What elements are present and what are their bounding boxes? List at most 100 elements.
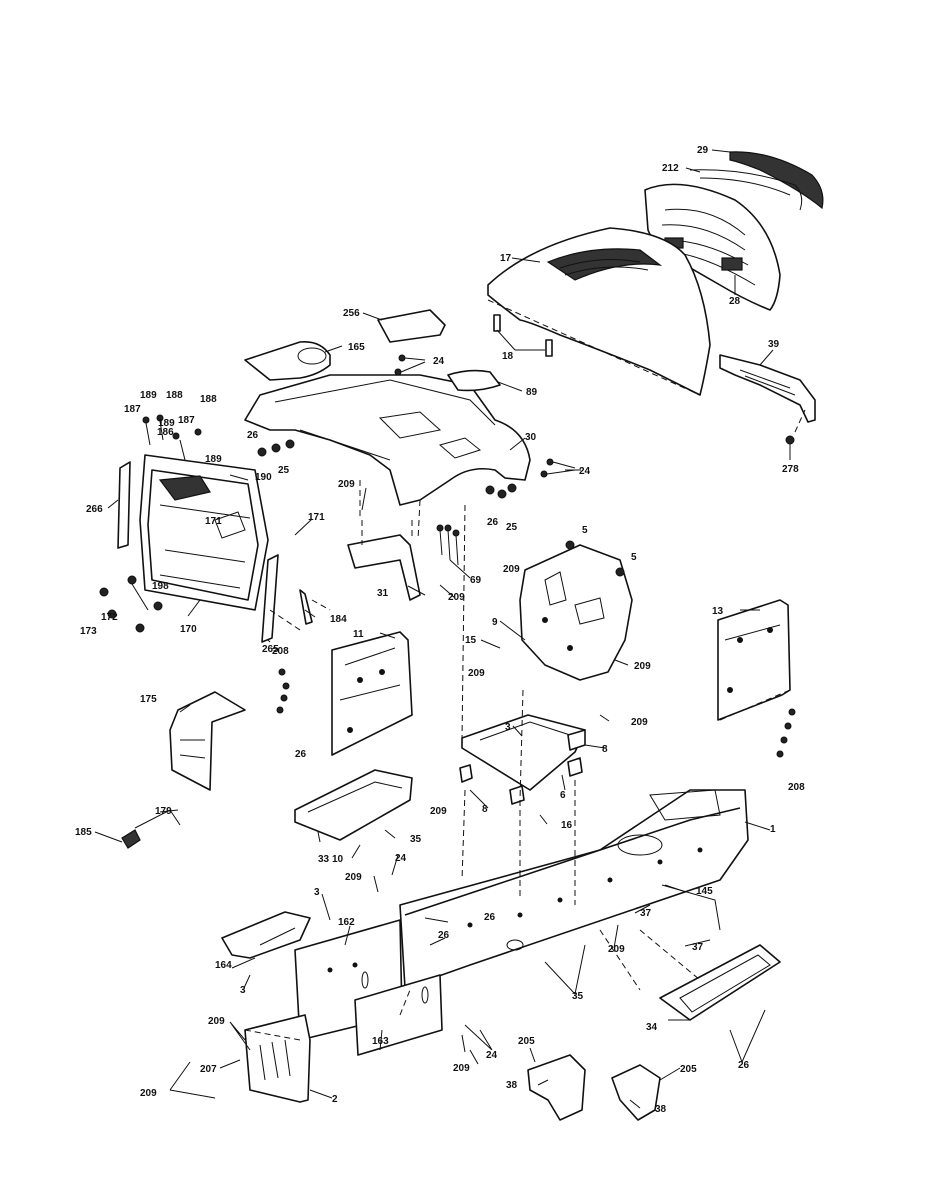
callout-label: 198 xyxy=(152,581,169,592)
callout-label: 207 xyxy=(200,1064,217,1075)
callout-label: 39 xyxy=(768,339,780,350)
callout-label: 24 xyxy=(433,356,445,367)
callout-label: 189 xyxy=(158,418,175,429)
callout-label: 208 xyxy=(788,782,805,793)
frame-part-1 xyxy=(399,789,749,989)
callout-label: 38 xyxy=(506,1080,518,1091)
callout-label: 8 xyxy=(602,744,608,755)
callout-label: 173 xyxy=(80,626,97,637)
callout-label: 37 xyxy=(640,908,652,919)
callout-label: 189 xyxy=(205,454,222,465)
hood-bumper-part-18 xyxy=(493,314,553,357)
nuts-part-5 xyxy=(565,540,625,577)
callout-label: 18 xyxy=(502,351,514,362)
screw-part-278 xyxy=(785,409,806,445)
bolt-group-24-right xyxy=(540,458,576,478)
panel-part-13 xyxy=(717,599,791,721)
callout-label: 33 xyxy=(318,854,330,865)
bolts-part-69 xyxy=(436,524,460,566)
callout-label: 26 xyxy=(438,930,450,941)
callout-label: 265 xyxy=(262,644,279,655)
nuts-group-25-right xyxy=(485,483,517,499)
callout-label: 188 xyxy=(200,394,217,405)
callout-label: 30 xyxy=(525,432,537,443)
callout-label: 28 xyxy=(729,296,741,307)
callout-label: 17 xyxy=(500,253,512,264)
side-trim-part-266 xyxy=(117,461,131,549)
hood-trim-part-212 xyxy=(689,169,803,211)
callout-label: 256 xyxy=(343,308,360,319)
callout-label: 172 xyxy=(101,612,118,623)
knob-part-185 xyxy=(121,829,141,849)
callout-label: 3 xyxy=(505,722,511,733)
callout-label: 16 xyxy=(561,820,573,831)
callout-label: 26 xyxy=(487,517,499,528)
callout-label: 186 xyxy=(157,427,174,438)
callout-label: 209 xyxy=(608,944,625,955)
callout-label: 69 xyxy=(470,575,482,586)
brackets-part-38 xyxy=(527,1054,661,1121)
callout-label: 163 xyxy=(372,1036,389,1047)
callout-label: 25 xyxy=(278,465,290,476)
battery-tray-part-6 xyxy=(461,714,586,791)
callout-label: 15 xyxy=(465,635,477,646)
hood-part-17 xyxy=(487,227,711,396)
pedal-bracket-part-33 xyxy=(294,769,413,841)
callout-label: 209 xyxy=(468,668,485,679)
callout-label: 10 xyxy=(332,854,344,865)
callout-label: 13 xyxy=(712,606,724,617)
callout-label: 24 xyxy=(395,853,407,864)
callout-label: 209 xyxy=(503,564,520,575)
callout-label: 38 xyxy=(655,1104,667,1115)
callout-label: 209 xyxy=(631,717,648,728)
bolts-part-208-right xyxy=(776,708,796,758)
callout-label: 209 xyxy=(453,1063,470,1074)
plate-part-2 xyxy=(244,1014,311,1103)
pedal-rod-part-179 xyxy=(134,809,181,829)
callout-label: 34 xyxy=(646,1022,658,1033)
callout-label: 145 xyxy=(696,886,713,897)
callout-label: 170 xyxy=(180,624,197,635)
callout-label: 5 xyxy=(631,552,637,563)
dash-frame-part-170 xyxy=(139,454,269,611)
panel-part-11 xyxy=(331,631,413,756)
side-trim-part-265 xyxy=(261,554,279,643)
callout-label: 11 xyxy=(353,629,364,640)
side-rail-part-163 xyxy=(354,974,443,1056)
callout-label: 25 xyxy=(506,522,518,533)
callout-label: 24 xyxy=(486,1050,498,1061)
dash-panel-part-30 xyxy=(244,369,531,506)
callout-label: 165 xyxy=(348,342,365,353)
callout-label: 212 xyxy=(662,163,679,174)
bolt-group-24-top xyxy=(394,354,426,376)
callout-label: 26 xyxy=(738,1060,750,1071)
callout-label: 2 xyxy=(332,1094,338,1105)
callout-label: 188 xyxy=(166,390,183,401)
callout-label: 3 xyxy=(314,887,320,898)
callout-label: 171 xyxy=(308,512,325,523)
callout-label: 26 xyxy=(247,430,259,441)
callout-label: 35 xyxy=(410,834,422,845)
footrest-part-34 xyxy=(659,944,781,1021)
cupholder-part-165 xyxy=(244,340,331,381)
fasteners-part-187-188-189 xyxy=(142,414,202,461)
callout-label: 37 xyxy=(692,942,704,953)
pedal-cover-part-164 xyxy=(221,911,311,959)
callout-label: 29 xyxy=(697,145,709,156)
callout-label: 209 xyxy=(208,1016,225,1027)
hood-trim-part-29 xyxy=(729,151,824,210)
callout-label: 187 xyxy=(178,415,195,426)
callout-label: 278 xyxy=(782,464,799,475)
callout-label: 205 xyxy=(518,1036,535,1047)
callout-label: 26 xyxy=(484,912,496,923)
callout-label: 209 xyxy=(430,806,447,817)
callout-label: 190 xyxy=(255,472,272,483)
callout-label: 209 xyxy=(448,592,465,603)
callout-label: 5 xyxy=(582,525,588,536)
callout-label: 8 xyxy=(482,804,488,815)
callout-label: 6 xyxy=(560,790,566,801)
callout-label: 89 xyxy=(526,387,538,398)
callout-label: 1 xyxy=(770,824,776,835)
rod-part-184 xyxy=(299,589,331,625)
